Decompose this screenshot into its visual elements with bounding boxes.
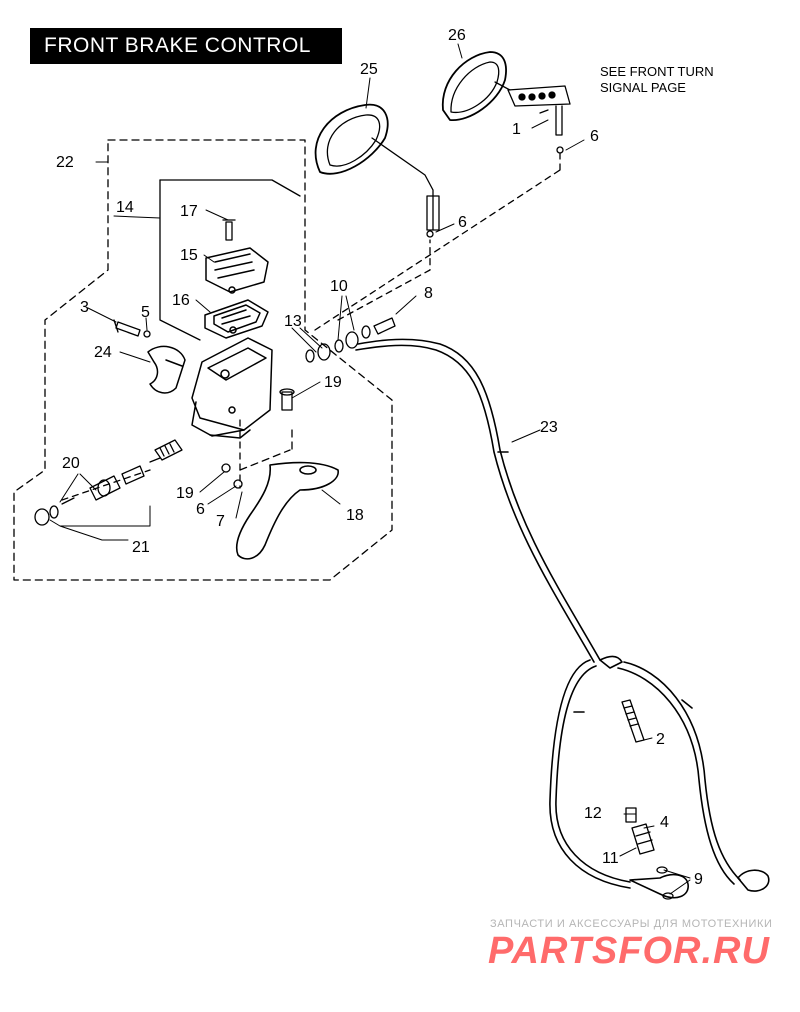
- callout-25: 25: [360, 61, 378, 78]
- title-banner: FRONT BRAKE CONTROL: [30, 28, 342, 64]
- callout-9: 9: [694, 871, 703, 888]
- note-line-2: SIGNAL PAGE: [600, 80, 686, 95]
- callout-13: 13: [284, 313, 302, 330]
- master-cylinder-part: [191, 337, 273, 439]
- callout-2: 2: [656, 731, 665, 748]
- callout-20: 20: [62, 455, 80, 472]
- callout-26: 26: [448, 27, 466, 44]
- clamp-part: [147, 345, 186, 394]
- mirror-left-part: [314, 103, 440, 238]
- washers-9-part: [656, 866, 674, 900]
- callout-11: 11: [602, 850, 619, 867]
- callout-5: 5: [141, 304, 150, 321]
- callout-6-lever: 6: [196, 501, 205, 518]
- callout-21: 21: [132, 539, 150, 556]
- leader-lines: [49, 43, 691, 895]
- lever-part: [235, 461, 339, 560]
- watermark-tagline: ЗАПЧАСТИ И АКСЕССУАРЫ ДЛЯ МОТОТЕХНИКИ: [490, 918, 773, 930]
- guide-lines: [61, 149, 561, 501]
- callout-19-lower: 19: [176, 485, 194, 502]
- screw-17-part: [222, 219, 236, 241]
- callout-10: 10: [330, 278, 348, 295]
- pin-19-part: [221, 388, 295, 489]
- callout-7: 7: [216, 513, 225, 530]
- brake-line-part: [355, 338, 770, 899]
- callout-23: 23: [540, 419, 558, 436]
- callout-22: 22: [56, 154, 74, 171]
- assembly-14-outline: [159, 179, 301, 341]
- callout-12: 12: [584, 805, 602, 822]
- screw-3-part: [113, 319, 151, 338]
- callout-3: 3: [80, 299, 89, 316]
- piston-assembly-part: [34, 439, 183, 526]
- callout-16: 16: [172, 292, 190, 309]
- callout-17: 17: [180, 203, 198, 220]
- callout-19-pin: 19: [324, 374, 342, 391]
- callout-8: 8: [424, 285, 433, 302]
- mirror-right-part: [442, 51, 571, 154]
- callout-6-top-right: 6: [590, 128, 599, 145]
- callout-4: 4: [660, 814, 669, 831]
- callout-24: 24: [94, 344, 112, 361]
- page-title: FRONT BRAKE CONTROL: [44, 34, 311, 57]
- note-line-1: SEE FRONT TURN: [600, 64, 714, 79]
- callout-1: 1: [512, 121, 521, 138]
- switch-part: [625, 807, 655, 855]
- callout-14: 14: [116, 199, 134, 216]
- callout-15: 15: [180, 247, 198, 264]
- callout-18: 18: [346, 507, 364, 524]
- watermark-logo: PARTSFOR.RU: [488, 930, 770, 972]
- banjo-fittings-part: [305, 317, 396, 363]
- callout-6-mirror: 6: [458, 214, 467, 231]
- diaphragm-part: [204, 299, 269, 339]
- assembly-22-outline: [13, 139, 393, 581]
- reservoir-cover-part: [205, 247, 269, 294]
- bolt-2-part: [621, 699, 645, 743]
- turn-signal-note: SEE FRONT TURN SIGNAL PAGE: [600, 64, 714, 96]
